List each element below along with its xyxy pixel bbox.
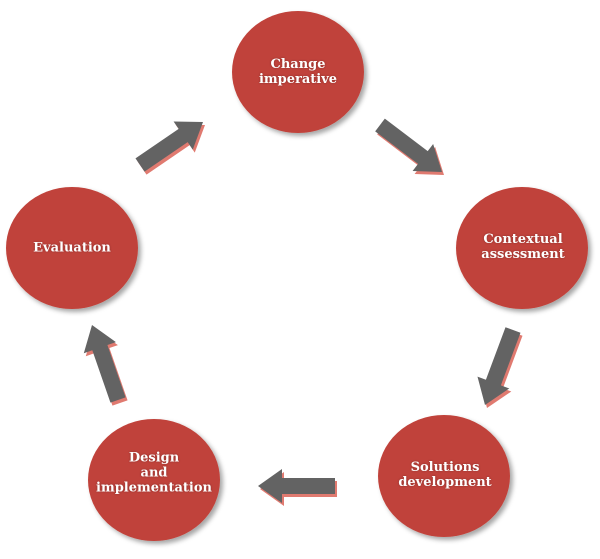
arrow-body xyxy=(135,121,204,172)
arrow-1-icon xyxy=(135,121,206,175)
node-label-evaluation: Evaluation xyxy=(33,240,111,256)
arrow-3-icon xyxy=(477,327,523,408)
node-contextual-assessment xyxy=(456,187,588,309)
arrow-5-icon xyxy=(83,325,128,406)
node-change-imperative xyxy=(232,11,364,133)
arrow-body xyxy=(477,327,521,405)
arrow-2-icon xyxy=(375,118,444,175)
node-design-and-implementation xyxy=(88,419,220,541)
arrow-body xyxy=(83,325,126,403)
arrow-body xyxy=(375,118,442,172)
node-label-contextual-assessment: Contextual assessment xyxy=(481,232,565,262)
node-evaluation xyxy=(6,187,138,309)
node-label-change-imperative: Change imperative xyxy=(258,57,338,87)
arrow-4-icon xyxy=(258,469,337,506)
arrow-body xyxy=(258,469,335,503)
node-label-design-and-implementation: Design and implementation xyxy=(96,450,212,496)
node-label-solutions-development: Solutions development xyxy=(398,460,492,490)
node-solutions-development xyxy=(378,415,510,537)
